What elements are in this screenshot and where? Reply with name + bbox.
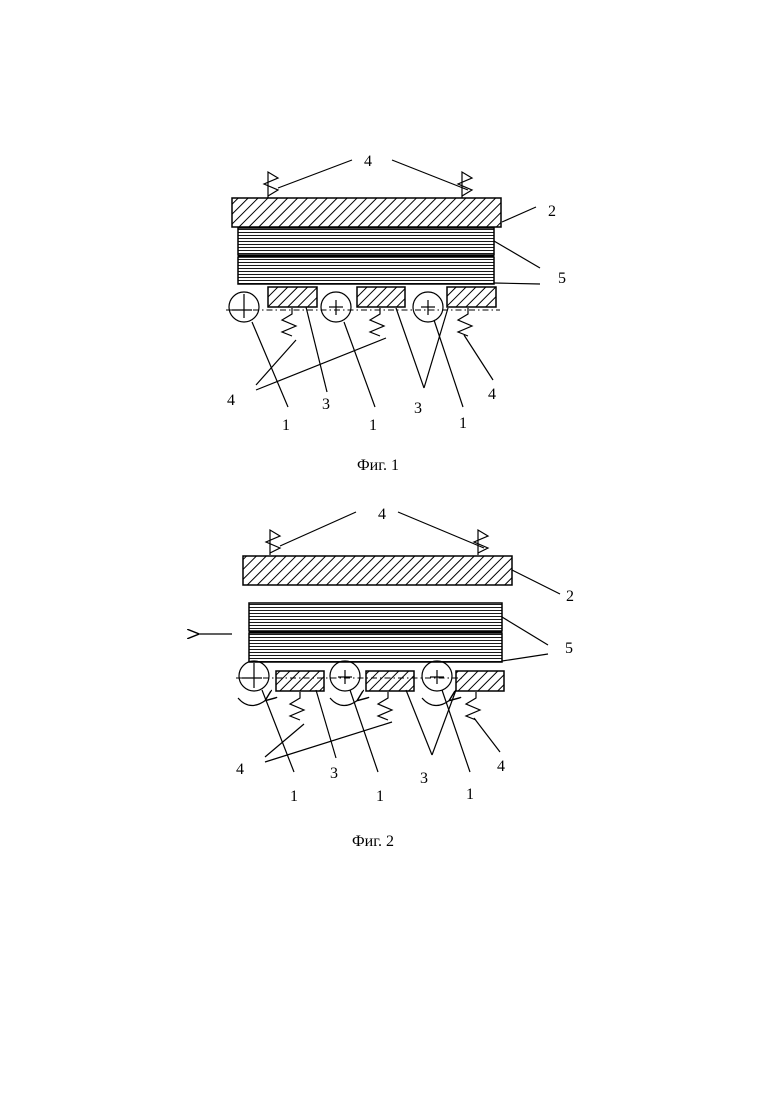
pad-2	[366, 671, 414, 691]
label-1-c: 1	[459, 415, 467, 432]
pad-1	[268, 287, 317, 307]
label-5: 5	[558, 270, 566, 287]
spring-bottom-3	[458, 308, 472, 336]
spring-bottom-2	[370, 308, 384, 336]
spring-bottom-3	[466, 692, 480, 720]
pad-2	[357, 287, 405, 307]
sheet-stack-upper	[238, 228, 494, 255]
roller-2	[321, 292, 351, 322]
label-4-top: 4	[364, 153, 372, 170]
label-3-b: 3	[414, 400, 422, 417]
spring-bottom-1	[290, 692, 304, 720]
pressure-plate	[232, 198, 501, 227]
figure-2-caption: Фиг. 2	[352, 833, 394, 850]
label-4-left: 4	[236, 761, 244, 778]
label-4-right: 4	[497, 758, 505, 775]
roller-2	[330, 661, 360, 691]
roller-3	[413, 292, 443, 322]
sheet-stack-upper	[249, 603, 502, 631]
pad-1	[276, 671, 324, 691]
spring-top-right	[458, 172, 472, 198]
label-2: 2	[566, 588, 574, 605]
label-3-b: 3	[420, 770, 428, 787]
rotation-arrow-1	[238, 698, 266, 706]
label-4-left: 4	[227, 392, 235, 409]
label-2: 2	[548, 203, 556, 220]
label-4-top: 4	[378, 506, 386, 523]
figure-2: 4 2 5	[198, 506, 574, 850]
label-3-a: 3	[330, 765, 338, 782]
roller-1	[229, 292, 259, 322]
label-1-c: 1	[466, 786, 474, 803]
spring-top-left	[264, 172, 278, 198]
figure-1: 4 2 5	[226, 153, 566, 474]
pad-3	[456, 671, 504, 691]
pad-3	[447, 287, 496, 307]
label-4-right: 4	[488, 386, 496, 403]
roller-1	[239, 661, 269, 691]
figure-1-caption: Фиг. 1	[357, 457, 399, 474]
label-1-b: 1	[369, 417, 377, 434]
spring-bottom-2	[378, 692, 392, 720]
sheet-stack-lower	[249, 633, 502, 662]
label-5: 5	[565, 640, 573, 657]
spring-top-right	[474, 530, 488, 555]
label-1-a: 1	[290, 788, 298, 805]
spring-bottom-1	[282, 308, 296, 336]
spring-top-left	[266, 530, 280, 555]
label-1-b: 1	[376, 788, 384, 805]
sheet-stack-lower	[238, 257, 494, 284]
label-3-a: 3	[322, 396, 330, 413]
label-1-a: 1	[282, 417, 290, 434]
pressure-plate	[243, 556, 512, 585]
roller-3	[422, 661, 452, 691]
